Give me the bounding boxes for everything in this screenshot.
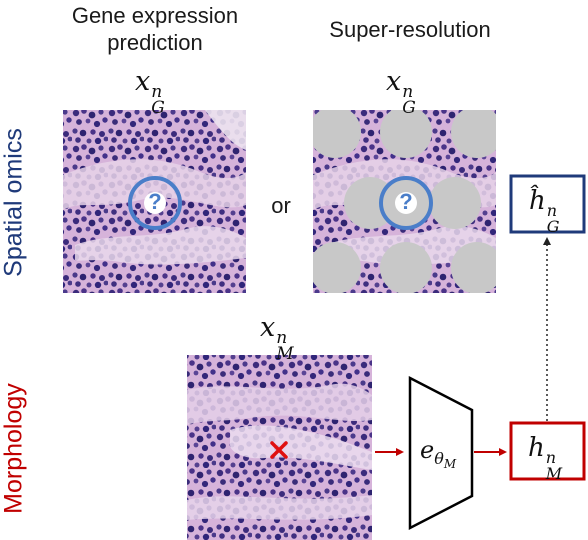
- xg-left-base: x: [135, 66, 151, 97]
- hg-box: [509, 174, 586, 234]
- hg-base: ĥ: [529, 186, 546, 216]
- gene-expression-title-line2: prediction: [107, 30, 203, 55]
- hg-sup: n: [546, 201, 558, 220]
- gene-expression-title-line1: Gene expression: [71, 3, 239, 28]
- xm-tissue-image: [187, 355, 372, 540]
- encoder-block: [408, 375, 474, 531]
- morphology-side-label: Morphology: [0, 383, 28, 514]
- encoder-sub-m: M: [443, 457, 457, 471]
- arrow-to-hm: [474, 448, 507, 456]
- xg-right-sup: n: [402, 82, 414, 102]
- masked-spots: [313, 110, 496, 293]
- question-mark-left: ?: [148, 189, 162, 214]
- xg-right-sub: G: [402, 98, 416, 118]
- hg-sub: G: [546, 217, 560, 236]
- xm-sub: M: [276, 344, 294, 364]
- encoder-label: eθM: [420, 436, 456, 471]
- hm-sub: M: [545, 464, 563, 483]
- hm-box: [509, 421, 586, 481]
- xg-tissue-image-left: [63, 110, 246, 293]
- encoder-base: e: [420, 436, 435, 464]
- xm-sup: n: [276, 328, 288, 348]
- super-resolution-title: Super-resolution: [329, 17, 491, 42]
- arrow-to-encoder: [375, 448, 404, 456]
- hm-base: h: [528, 433, 545, 463]
- query-spot-right: [379, 176, 433, 230]
- xm-base: x: [260, 312, 276, 343]
- dotted-arrow-to-hg: [543, 237, 551, 421]
- query-spot-left: [128, 176, 182, 230]
- spatial-omics-side-label: Spatial omics: [0, 128, 28, 277]
- encoder-sub-theta: θ: [434, 449, 444, 468]
- or-label: or: [271, 193, 291, 218]
- center-cross-icon: [270, 441, 288, 459]
- xg-right-base: x: [386, 66, 402, 97]
- gene-expression-title: Gene expression prediction: [48, 2, 262, 56]
- xg-left-sub: G: [151, 98, 165, 118]
- question-mark-right: ?: [399, 189, 413, 214]
- xg-left-sup: n: [151, 82, 163, 102]
- hm-sup: n: [545, 448, 557, 467]
